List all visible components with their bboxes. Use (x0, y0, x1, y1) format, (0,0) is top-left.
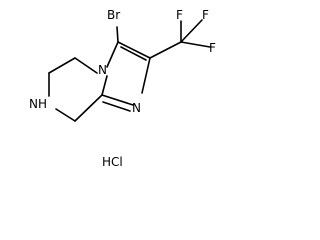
atom-label-n-imidazole: N (132, 101, 141, 115)
label-layer: Br F F F N N NH HCl (29, 8, 216, 169)
atom-label-nh: NH (29, 97, 47, 111)
atom-label-f-top-right: F (202, 8, 209, 22)
bond-n1-c8a-b (102, 101, 131, 112)
bond-cf3-f-top-right (180, 19, 203, 43)
bond-c8-c8a (74, 94, 103, 122)
atom-label-f-right: F (209, 41, 216, 55)
bond-c3-c2-a (117, 41, 151, 59)
bond-c5-c6 (48, 57, 76, 74)
bond-n4-c5 (74, 57, 98, 74)
bond-cf3-f-right (180, 41, 211, 48)
bond-layer (48, 19, 211, 122)
bond-n7-c8 (55, 108, 76, 122)
atom-label-n-ring: N (98, 63, 107, 77)
bond-c2-n1 (141, 57, 151, 94)
atom-label-br: Br (107, 8, 120, 22)
bond-c8a-n4 (101, 75, 108, 96)
bond-c3-br (116, 26, 119, 43)
atom-label-f-top-left: F (176, 8, 183, 22)
salt-label: HCl (102, 155, 123, 169)
bond-n1-c8a-a (101, 94, 134, 106)
bond-c3-c2-b (120, 46, 147, 61)
bond-c3-n4 (106, 41, 119, 68)
bond-c2-cf3 (149, 41, 182, 59)
molecule-diagram: Br F F F N N NH HCl (29, 8, 216, 169)
structure-svg: Br F F F N N NH HCl (29, 8, 216, 169)
